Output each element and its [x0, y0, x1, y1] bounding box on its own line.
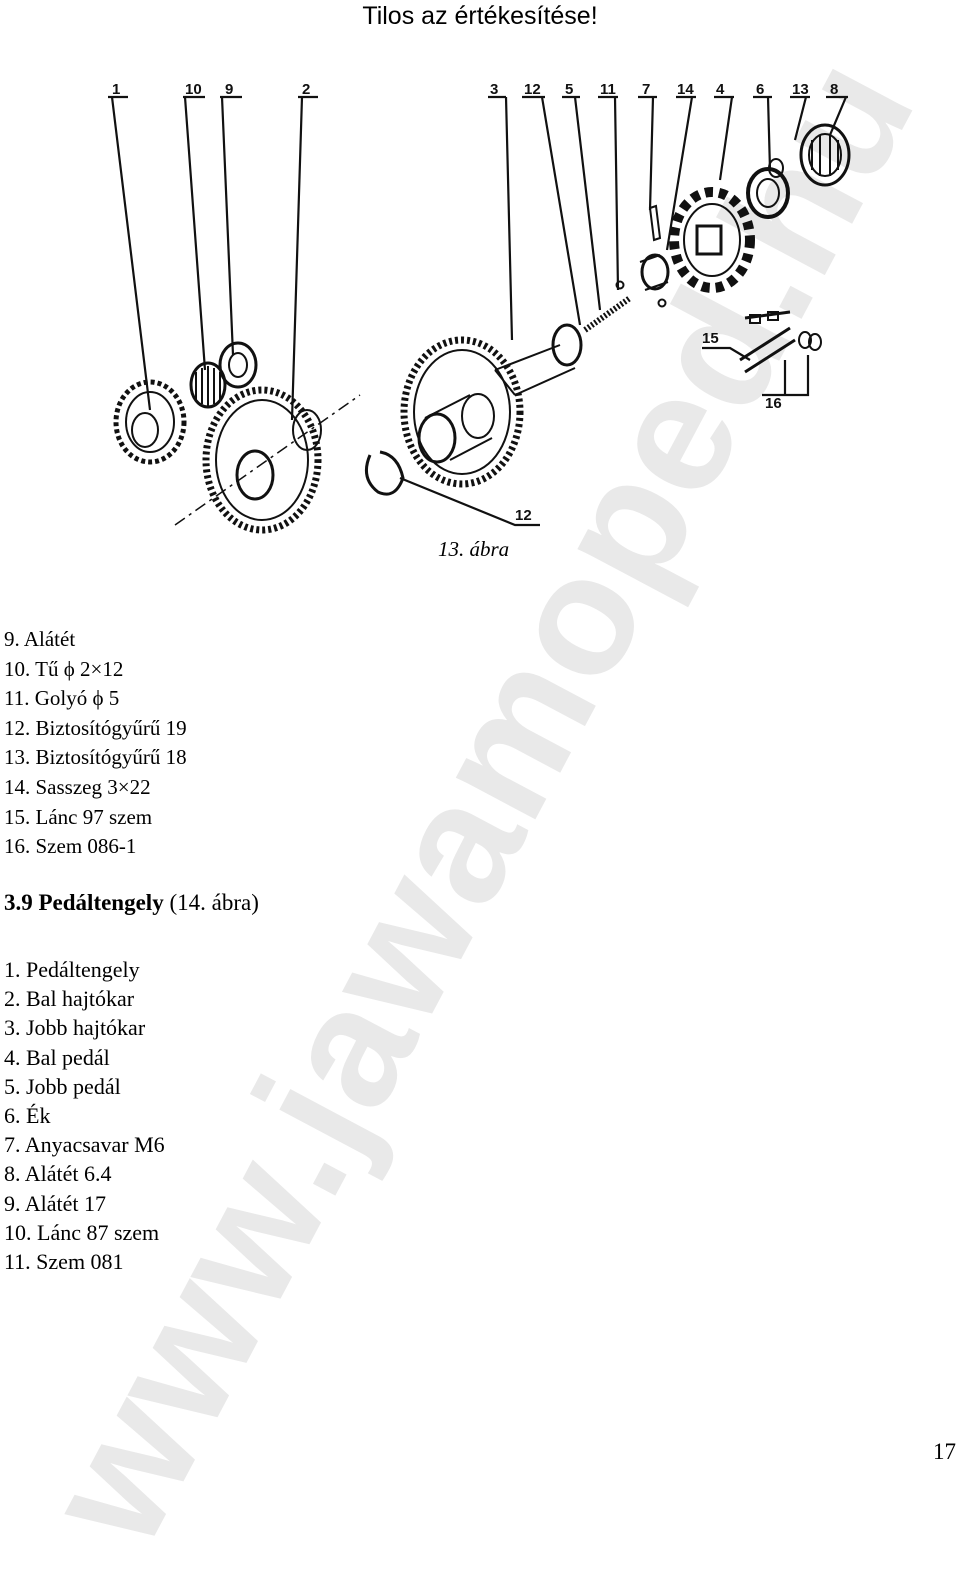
callout-2: 2: [302, 81, 310, 98]
callout-7: 7: [642, 81, 650, 98]
callout-5: 5: [565, 81, 573, 98]
callout-1: 1: [112, 81, 120, 98]
list-item: 15. Lánc 97 szem: [4, 804, 153, 829]
circlip-part-13: [768, 158, 784, 178]
washer-part-9: [218, 341, 258, 389]
list-item: 9. Alátét 17: [4, 1190, 107, 1216]
list-item: 4. Bal pedál: [4, 1044, 110, 1070]
callout-3: 3: [490, 81, 498, 98]
list-item: 10. Tű ϕ 2×12: [4, 656, 124, 681]
chain-link-part-16: [798, 331, 822, 351]
small-gear-part-1: [113, 379, 187, 465]
leader-line-1: [108, 95, 152, 411]
leader-line-5: [562, 95, 602, 311]
list-item: 2. Bal hajtókar: [4, 986, 135, 1012]
sleeve-part: [639, 253, 670, 291]
needle-bearing-part-10: [189, 361, 227, 409]
callout-4: 4: [716, 81, 725, 98]
list-item: 14. Sasszeg 3×22: [4, 774, 151, 799]
parts-list-2: 1. Pedáltengely 2. Bal hajtókar 3. Jobb …: [4, 955, 165, 1276]
callout-8: 8: [830, 81, 838, 98]
list-item: 13. Biztosítógyűrű 18: [4, 745, 187, 770]
washer-part-6: [746, 167, 790, 219]
sprocket-part-4: [669, 187, 755, 293]
leader-line-16: [762, 355, 810, 397]
chain-part-15: [739, 310, 796, 374]
page-number: 17: [933, 1439, 956, 1464]
list-item: 10. Lánc 87 szem: [4, 1219, 160, 1245]
list-item: 16. Szem 086-1: [4, 834, 137, 859]
page-header-title: Tilos az értékesítése!: [362, 2, 598, 30]
pin-part-7: [648, 204, 662, 242]
leader-line-12a: [522, 95, 582, 326]
leader-line-15: [702, 346, 751, 361]
list-item: 6. Ék: [4, 1103, 51, 1129]
list-item: 8. Alátét 6.4: [4, 1161, 112, 1187]
leader-line-8: [826, 95, 848, 136]
callout-9: 9: [225, 81, 233, 98]
leader-line-6: [753, 95, 772, 171]
callout-13: 13: [792, 81, 809, 98]
section-figure-ref: (14. ábra): [169, 890, 259, 915]
leader-line-4: [714, 95, 734, 181]
list-item: 3. Jobb hajtókar: [4, 1015, 146, 1041]
list-item: 1. Pedáltengely: [4, 957, 140, 982]
list-item: 9. Alátét: [4, 627, 76, 651]
ball-part-11: [615, 280, 667, 308]
shaft-part: [494, 323, 583, 396]
callout-12-circlip: 12: [515, 507, 532, 524]
callout-6: 6: [756, 81, 764, 98]
section-title: 3.9 Pedáltengely: [4, 890, 164, 915]
list-item: 5. Jobb pedál: [4, 1073, 121, 1099]
leader-line-13: [790, 95, 810, 141]
leader-line-3: [488, 95, 514, 341]
leader-line-12b: [399, 476, 540, 527]
callout-11: 11: [600, 81, 616, 98]
list-item: 11. Szem 081: [4, 1249, 124, 1275]
list-item: 12. Biztosítógyűrű 19: [4, 715, 187, 740]
figure-caption: 13. ábra: [438, 537, 510, 561]
parts-list-1: 9. Alátét 10. Tű ϕ 2×12 11. Golyó ϕ 5 12…: [4, 625, 187, 862]
callout-12: 12: [524, 81, 541, 98]
callout-14: 14: [677, 81, 694, 98]
leader-line-10: [183, 95, 207, 371]
leader-line-11: [598, 95, 620, 291]
large-gear-part-3: [400, 336, 524, 488]
circlip-part-12: [364, 450, 405, 496]
leader-line-14: [665, 95, 696, 251]
leader-line-7: [638, 95, 657, 211]
spring-part-5: [583, 295, 632, 333]
list-item: 11. Golyó ϕ 5: [4, 686, 120, 711]
list-item: 7. Anyacsavar M6: [4, 1132, 165, 1158]
callout-10: 10: [185, 81, 202, 98]
large-gear-part-2: [202, 386, 322, 534]
leader-line-9: [220, 95, 242, 356]
bearing-part-8: [799, 123, 851, 187]
leader-line-2: [290, 95, 318, 421]
callout-16: 16: [765, 395, 782, 412]
callout-15: 15: [702, 330, 719, 347]
exploded-parts-diagram: 1 10 9 2 3 12 5 11 7 14 4 6 13 8 15 16 1…: [108, 81, 851, 534]
section-heading: 3.9 Pedáltengely (14. ábra): [4, 890, 259, 916]
